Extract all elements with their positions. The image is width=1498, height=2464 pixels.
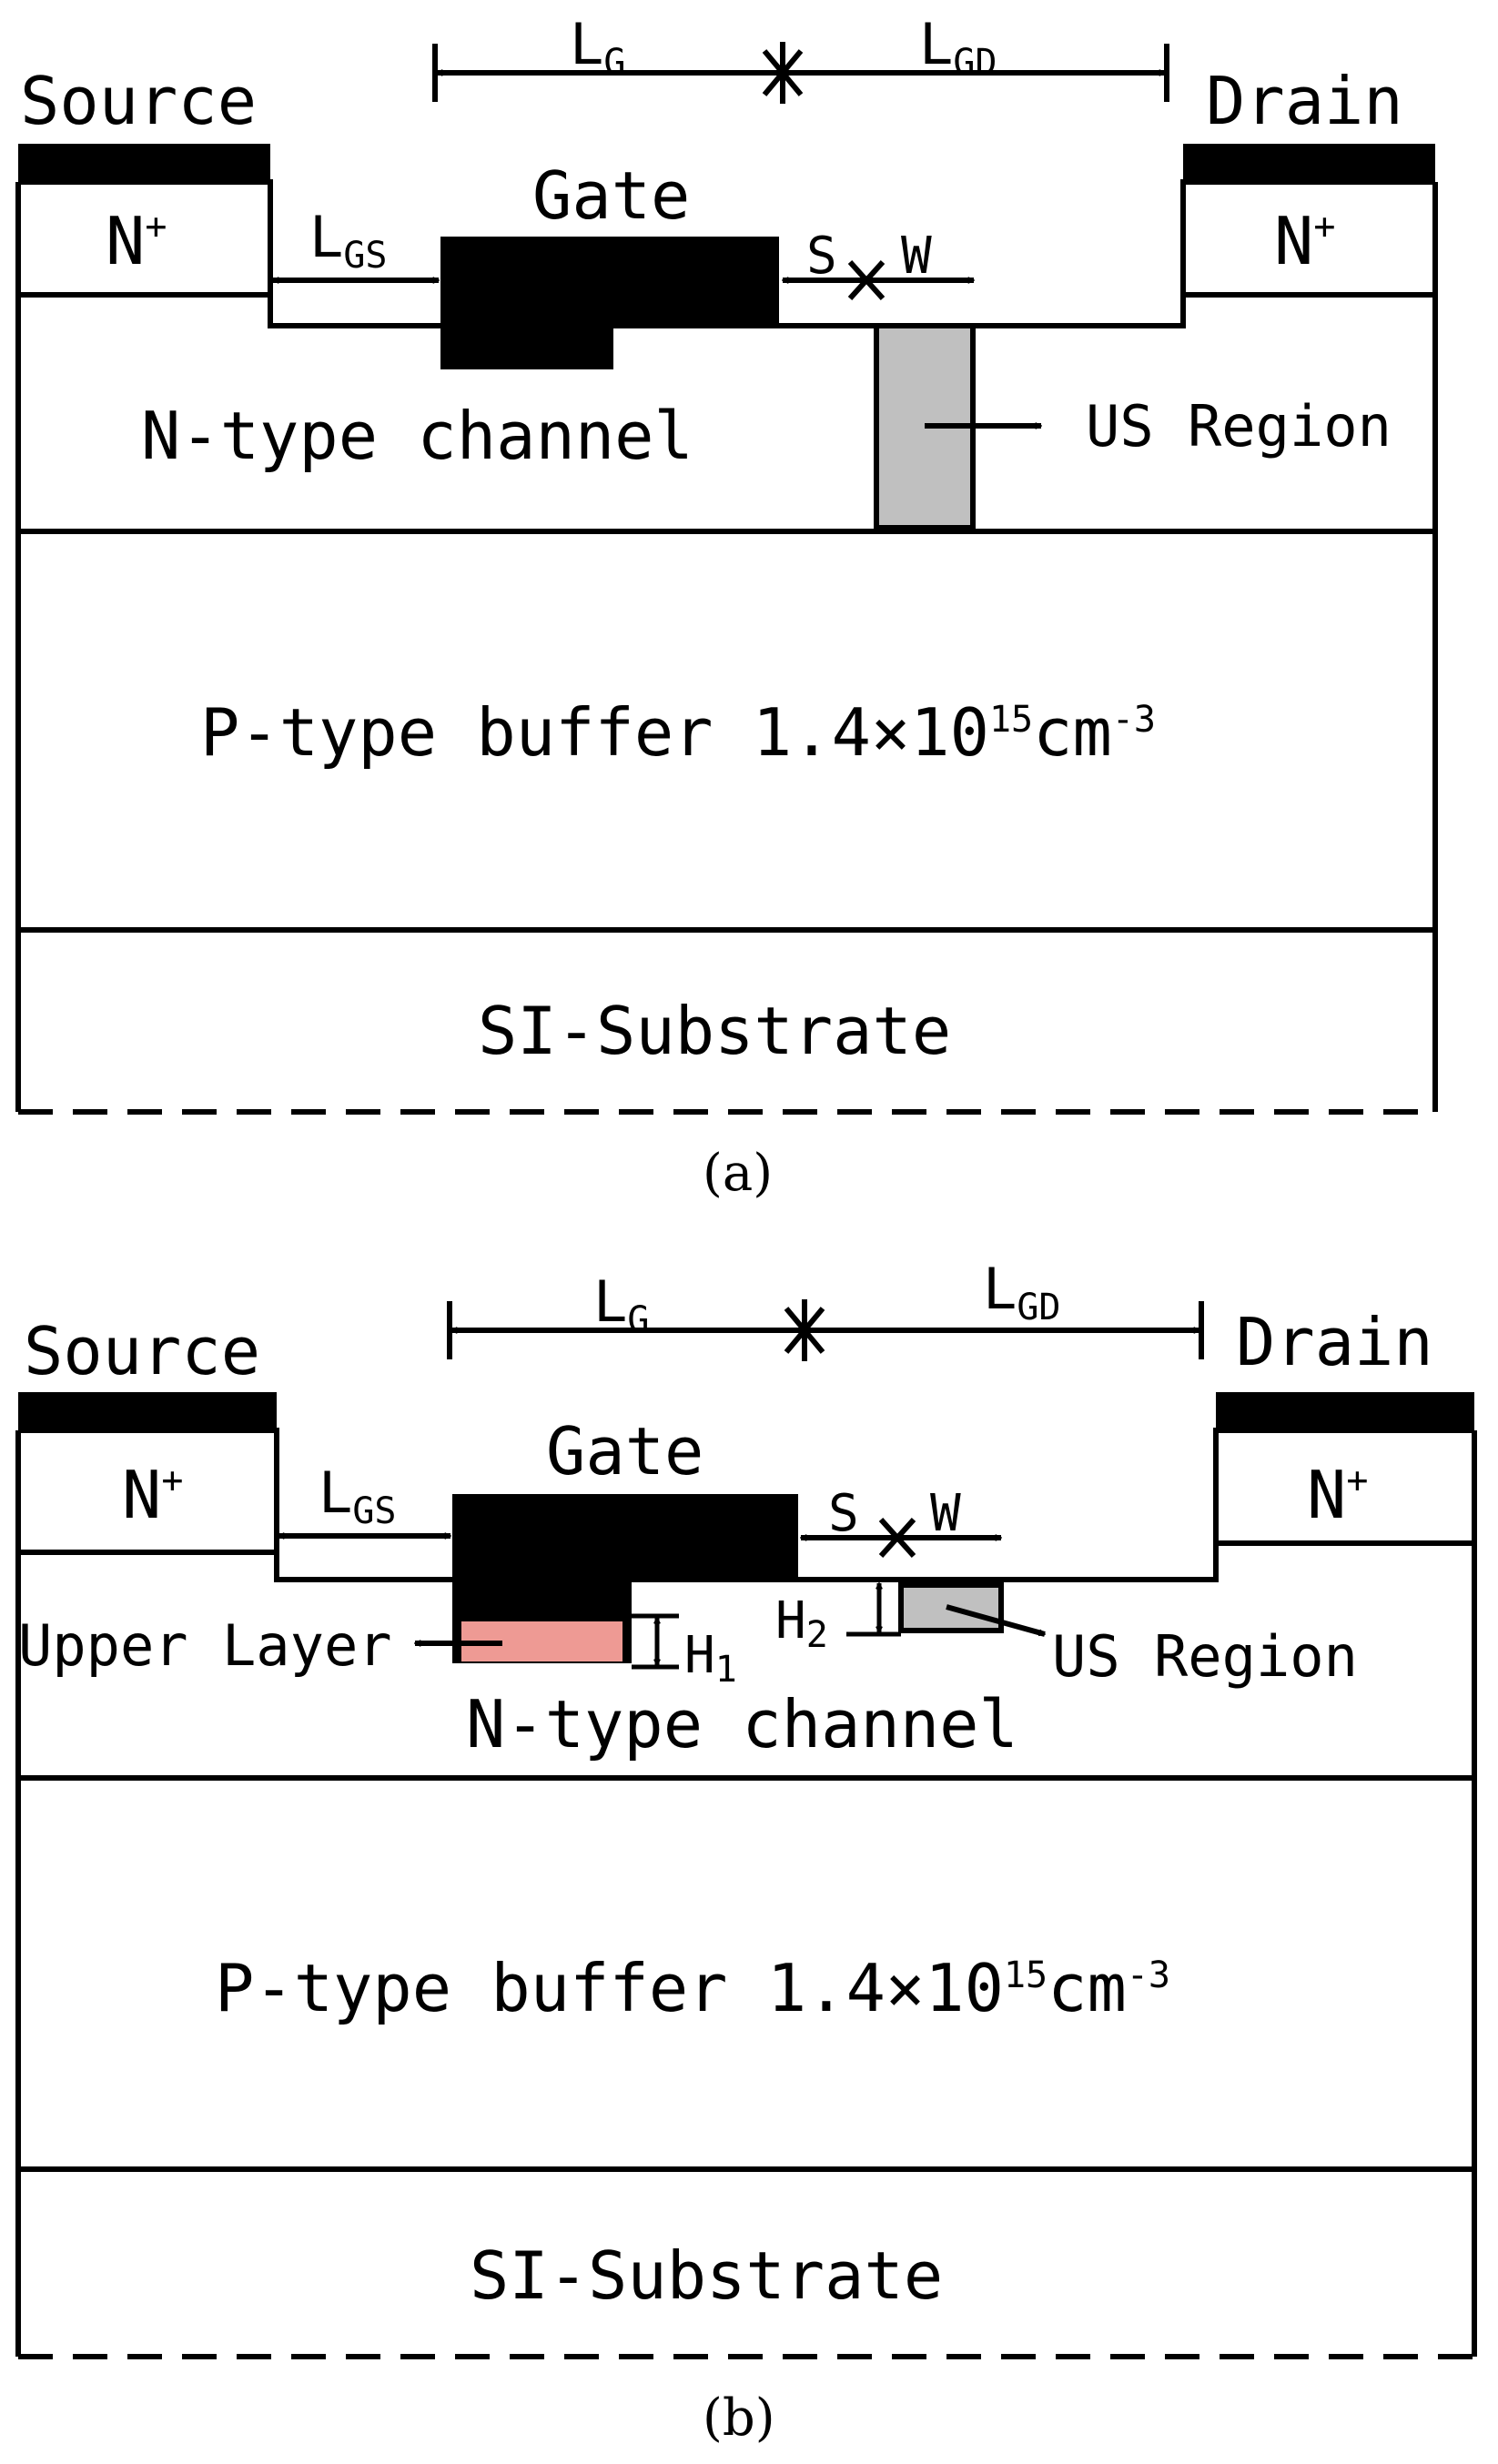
s-w-cross-b [878,1517,916,1559]
drain-label-a: Drain [1206,63,1403,139]
source-contact-a [18,144,270,182]
buffer-label-a: P-type buffer 1.4×1015cm-3 [200,694,1156,771]
gate-label-b: Gate [546,1413,703,1490]
channel-label-b: N-type channel [466,1686,1018,1762]
s-w-cross-a [847,259,886,301]
gate-metal-b [452,1494,798,1580]
lgd-label-a: LGD [919,11,997,84]
n-plus-left-label-b: N+ [122,1457,183,1533]
gate-foot-a [440,324,613,369]
panel-b: Source Drain N+ N+ Gate LG LGD LGS S W U… [15,1256,1477,2448]
source-label-a: Source [20,63,257,139]
n-plus-right-label-a: N+ [1274,203,1335,279]
buffer-label-b: P-type buffer 1.4×1015cm-3 [215,1950,1170,2026]
n-plus-left-label-a: N+ [106,203,167,279]
us-region-arrow-b [946,1604,1045,1637]
upper-layer-label-b: Upper Layer [18,1612,392,1679]
caption-a: (a) [703,1144,773,1203]
us-region-label-a: US Region [1086,393,1392,459]
gate-metal-a [440,237,779,326]
substrate-label-a: SI-Substrate [478,993,951,1069]
lg-label-b: LG [593,1268,649,1341]
lg-lgd-cross-a [762,42,804,104]
s-label-b: S [828,1484,859,1543]
us-region-label-b: US Region [1052,1623,1358,1690]
s-label-a: S [806,227,837,286]
lgs-label-b: LGS [319,1459,397,1532]
lg-lgd-cross-b [784,1299,825,1361]
drain-contact-a [1183,144,1435,182]
substrate-label-b: SI-Substrate [470,2237,943,2314]
panel-a: Source Drain N+ N+ Gate LG LGD LGS S W N… [15,11,1438,1203]
drain-label-b: Drain [1236,1304,1433,1380]
lgd-label-b: LGD [983,1256,1061,1328]
h1-label-b: H1 [684,1626,737,1691]
caption-b: (b) [703,2388,775,2448]
w-label-b: W [930,1484,961,1543]
lgs-label-a: LGS [309,204,388,277]
n-plus-right-label-b: N+ [1307,1457,1368,1533]
lg-label-a: LG [570,11,625,84]
gate-label-a: Gate [532,157,690,234]
channel-label-a: N-type channel [141,398,693,474]
source-contact-b [18,1392,277,1430]
w-label-a: W [901,227,932,286]
drain-contact-b [1216,1392,1474,1430]
h2-label-b: H2 [775,1591,828,1656]
us-region-b [898,1582,1004,1633]
source-label-b: Source [24,1313,260,1389]
